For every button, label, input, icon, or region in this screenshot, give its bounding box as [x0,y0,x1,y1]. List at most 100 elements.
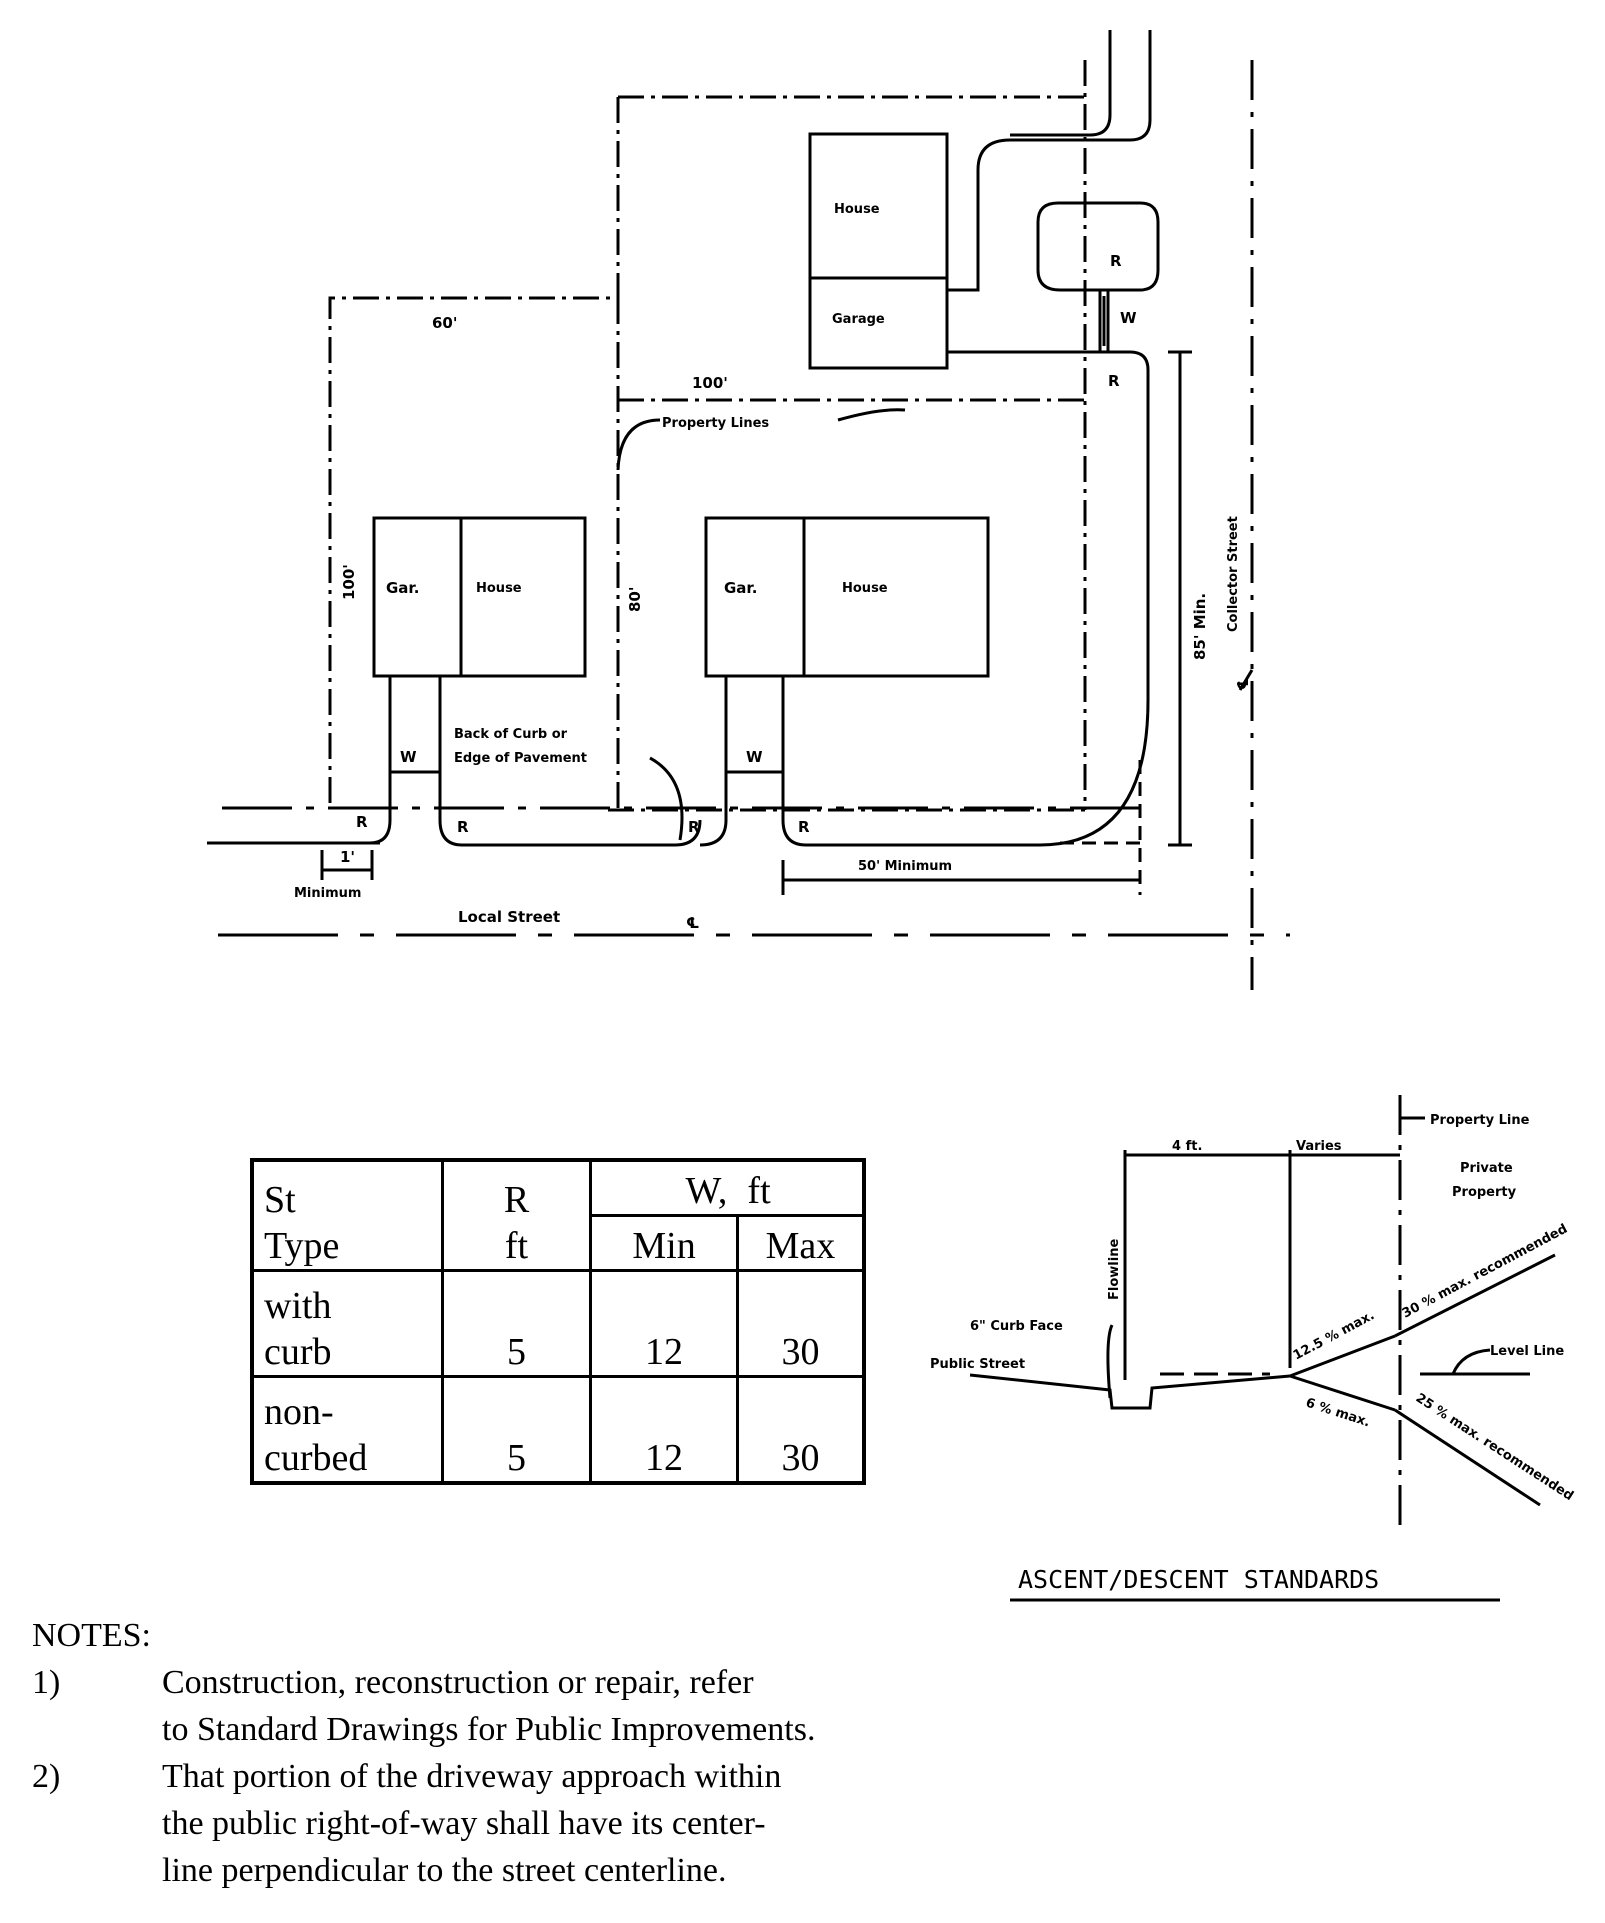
collector-street-label: Collector Street [1226,516,1241,632]
note-line: the public right-of-way shall have its c… [162,1805,766,1842]
ascent-caption: ASCENT/DESCENT STANDARDS [1018,1565,1379,1594]
four-ft-label: 4 ft. [1172,1139,1202,1154]
back-of-curb-label-1: Back of Curb or [454,727,568,742]
private-property-label-1: Private [1460,1161,1513,1176]
garage-left-label: Gar. [386,579,419,597]
slope-25-label: 25 % max. recommended [1413,1391,1576,1504]
r-label-2: R [457,818,469,836]
note-item: 2) That portion of the driveway approach… [32,1753,815,1894]
dim-60-label: 60' [432,314,457,332]
notes-section: NOTES: 1) Construction, reconstruction o… [32,1612,815,1894]
row-type-line-1: with [264,1284,332,1327]
driveway-top-outer [1010,30,1112,137]
back-of-curb-label-2: Edge of Pavement [454,751,587,766]
note-number: 1) [32,1664,61,1701]
dim-85-label: 85' Min. [1191,593,1209,660]
ft-header: ft [737,1158,866,1217]
table-row: non-curbed 5 12 30 [250,1374,866,1485]
st-type-header-line-2: Type [264,1224,340,1267]
row-min-cell: 12 [589,1374,739,1485]
garage-mid-label: Gar. [724,579,757,597]
back-of-curb-leader [649,756,684,841]
house-top-label: House [834,202,880,217]
slope-30-line [1394,1253,1556,1338]
driveway-left [369,676,702,847]
house-left-label: House [476,581,522,596]
garage-top-label: Garage [832,312,885,327]
curb-face-label: 6" Curb Face [970,1319,1063,1334]
note-line: That portion of the driveway approach wi… [162,1758,782,1795]
driveway-mid [699,350,1150,847]
garage-mid [704,516,806,678]
ascent-descent-detail [969,1095,1556,1602]
slope-12-5-line [1289,1334,1396,1378]
garage-top [808,276,949,370]
row-max-cell: 30 [735,1268,866,1378]
note-item: 1) Construction, reconstruction or repai… [32,1659,815,1753]
r-label-1: R [356,813,368,831]
driveway-top [947,30,1152,292]
private-property-label-2: Property [1452,1185,1517,1200]
collector-centerline-symbol: ℄ [1234,677,1252,690]
row-r-cell: 5 [440,1268,593,1378]
w-label-mid: W [746,748,763,766]
level-line-leader [1451,1348,1491,1375]
note-line: line perpendicular to the street centerl… [162,1852,727,1889]
row-type-cell: non-curbed [250,1374,444,1485]
property-lines [328,60,1087,812]
turnaround [1036,201,1160,292]
house-mid [802,516,990,678]
r-header-line-1: R [503,1178,530,1221]
minimum-label: Minimum [294,886,361,901]
row-type-line-2: curb [264,1330,332,1373]
dim-1-label: 1' [340,848,355,866]
r-header-line-2: ft [504,1224,529,1267]
row-max-cell: 30 [735,1374,866,1485]
note-line: to Standard Drawings for Public Improvem… [162,1711,816,1748]
house-left [459,516,587,678]
varies-label: Varies [1296,1139,1342,1154]
curb-face-leader [1106,1324,1114,1399]
house-mid-label: House [842,581,888,596]
r-label-turnaround: R [1110,252,1122,270]
property-lines-label: Property Lines [662,416,769,431]
r-label-3: R [688,818,700,836]
dim-80-label: 80' [626,587,644,612]
notes-title: NOTES: [32,1617,151,1654]
slope-12-5-label: 12.5 % max. [1291,1308,1377,1363]
level-line-label: Level Line [1490,1344,1564,1359]
slope-25-line [1394,1408,1541,1507]
w-header: W, [589,1158,738,1217]
slope-6-line [1289,1374,1396,1412]
r-label-4: R [798,818,810,836]
row-type-line-1: non- [264,1391,334,1433]
min-header: Min [589,1213,739,1272]
note-line: Construction, reconstruction or repair, … [162,1664,754,1701]
collector-leader [1238,669,1254,691]
flowline-label: Flowline [1107,1239,1122,1300]
max-header: Max [735,1213,866,1272]
st-type-header-line-1: St [264,1178,296,1221]
dim-50-label: 50' Minimum [858,859,952,874]
table-subheader-row: Min Max [252,1213,866,1272]
local-centerline-symbol: ℄ [686,914,699,932]
w-label-left: W [400,748,417,766]
row-r-cell: 5 [440,1374,593,1485]
slope-30-label: 30 % max. recommended [1400,1222,1570,1322]
local-street-label: Local Street [458,908,560,926]
row-min-cell: 12 [589,1268,739,1378]
row-type-line-2: curbed [264,1437,368,1479]
property-line-label: Property Line [1430,1113,1530,1128]
public-street-label: Public Street [930,1357,1025,1372]
dim-100-top-label: 100' [692,374,728,392]
property-lines-leader [616,408,906,471]
r-label-top: R [1108,372,1120,390]
w-label-top: W [1120,309,1137,327]
